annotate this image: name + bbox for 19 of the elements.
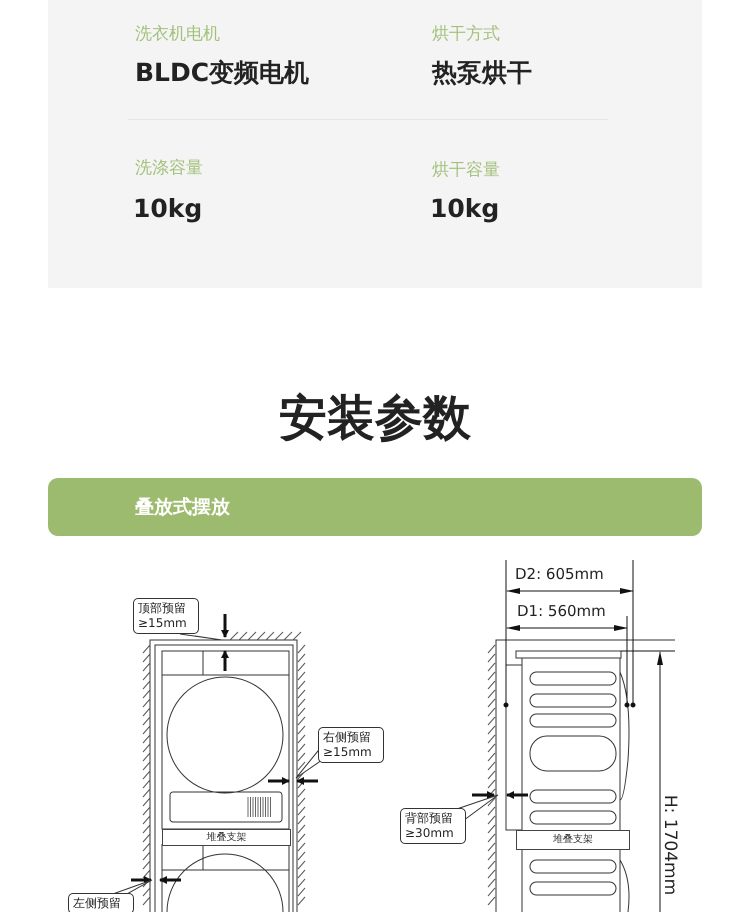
spec-label: 洗涤容量 [135,157,203,179]
spec-value: 热泵烘干 [432,57,532,89]
bracket-bar: 堆叠支架 [516,830,630,850]
section-band [48,478,702,536]
dimension-label: D1: 560mm [517,602,606,620]
spec-label: 烘干方式 [432,23,500,45]
spec-label: 烘干容量 [432,159,500,181]
spec-value: 10kg [430,194,500,223]
dimension-label: H: 1704mm [660,794,680,896]
page-title: 安装参数 [278,389,472,448]
bracket-bar: 堆叠支架 [162,829,291,846]
spec-value: BLDC变频电机 [135,57,310,89]
spec-value: 10kg [133,194,202,223]
dimension-label: D2: 605mm [515,565,604,583]
section-heading: 叠放式摆放 [135,495,230,520]
spec-label: 洗衣机电机 [135,23,220,45]
callout: 左侧预留 [68,893,134,912]
callout: 右侧预留 ≥15mm [318,727,384,763]
callout: 背部预留 ≥30mm [400,808,466,844]
